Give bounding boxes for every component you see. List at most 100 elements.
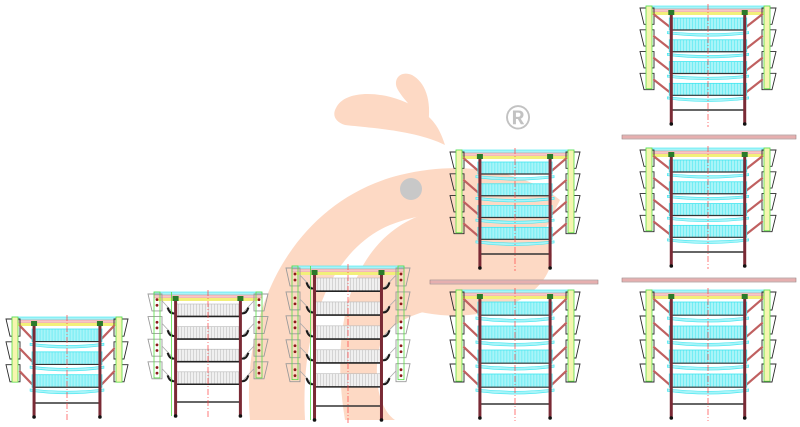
side-bracket — [395, 315, 411, 335]
feeder-arm — [652, 220, 671, 235]
bolt — [293, 272, 297, 276]
bolt — [155, 343, 159, 347]
left-post — [669, 152, 673, 266]
feeder-arm — [652, 322, 671, 338]
bolt — [293, 278, 297, 282]
egg-roll-hook — [166, 307, 175, 315]
egg-tray — [666, 173, 750, 179]
post-foot — [379, 418, 384, 422]
right-post — [743, 152, 747, 266]
feeder-arm — [462, 322, 479, 338]
post-foot — [548, 416, 552, 420]
egg-roll-hook — [305, 282, 314, 290]
side-strip — [11, 316, 19, 383]
egg-tray — [475, 240, 555, 246]
egg-tray — [29, 365, 105, 372]
feeder-arm — [652, 78, 671, 93]
feeder-arm — [745, 177, 764, 192]
egg-tray — [666, 52, 750, 59]
left-post — [174, 296, 178, 416]
egg-roll-hook — [241, 329, 250, 337]
egg-tray — [666, 316, 750, 323]
post-cap — [378, 270, 385, 275]
top-rail-yellow — [650, 154, 766, 157]
feeder-arm — [652, 35, 671, 50]
side-strip — [255, 291, 263, 379]
post-cap — [237, 296, 244, 301]
side-bracket — [285, 291, 301, 311]
feeder-arm — [550, 200, 568, 216]
cage-stacked-2x4-upper — [449, 148, 581, 271]
cage-h-type-5-tier-gray — [285, 264, 411, 423]
feeder-arm — [18, 324, 34, 340]
egg-roll-hook — [166, 352, 175, 360]
logo-feather-2 — [395, 73, 430, 125]
right-post — [743, 10, 747, 124]
bolt — [293, 374, 297, 378]
egg-roll-hook — [241, 375, 250, 383]
top-rail-yellow — [460, 296, 570, 299]
feeder-arm — [745, 198, 764, 214]
side-strip — [645, 289, 653, 382]
feeder-arm — [652, 56, 671, 72]
top-rail-yellow — [16, 323, 118, 326]
bolt — [293, 302, 297, 306]
egg-tray — [475, 175, 555, 181]
logo-eye — [400, 178, 422, 200]
egg-roll-hook — [241, 307, 250, 315]
bolt — [155, 366, 159, 369]
post-foot — [238, 414, 243, 418]
cage-h-type-4-tier-gray — [147, 290, 269, 419]
bolt — [155, 349, 159, 352]
feeder-arm — [462, 179, 479, 194]
feeder-arm — [550, 179, 568, 194]
side-bracket — [147, 338, 163, 357]
right-post — [548, 294, 552, 418]
left-post — [669, 294, 673, 418]
bolt — [399, 278, 403, 282]
side-strip — [153, 291, 161, 379]
side-bracket — [285, 267, 301, 287]
feeder-arm — [100, 324, 116, 340]
side-strip — [763, 289, 771, 382]
cage-a-type-3-tier-cyan — [5, 315, 129, 420]
feeder-arm — [652, 298, 671, 314]
registered-trademark-mark: ® — [505, 99, 530, 137]
feeder-arm — [550, 157, 568, 172]
feeder-arm — [652, 155, 671, 170]
feeder-arm — [383, 322, 397, 337]
post-foot — [312, 418, 317, 422]
bolt — [257, 349, 261, 352]
post-cap — [96, 321, 103, 326]
bolt — [257, 303, 261, 307]
bolt — [257, 343, 261, 347]
post-cap — [547, 154, 554, 159]
post-cap — [668, 10, 675, 15]
side-bracket — [147, 361, 163, 380]
left-post — [478, 294, 482, 418]
egg-roll-hook — [241, 352, 250, 360]
side-strip — [645, 5, 653, 90]
bolt — [399, 272, 403, 276]
post-cap — [172, 296, 179, 301]
bolt — [293, 368, 297, 372]
side-bracket — [147, 316, 163, 335]
bolt — [293, 320, 297, 324]
feeder-arm — [550, 298, 568, 314]
bolt — [399, 350, 403, 354]
post-cap — [31, 321, 38, 326]
post-cap — [668, 152, 675, 157]
feeder-arm — [745, 370, 764, 386]
bolt — [155, 303, 159, 307]
post-foot — [669, 264, 674, 268]
post-foot — [742, 416, 747, 420]
post-foot — [669, 122, 674, 126]
side-strip — [567, 289, 575, 382]
bolt — [293, 344, 297, 348]
feeder-arm — [652, 370, 671, 386]
side-bracket — [285, 315, 301, 335]
post-foot — [742, 122, 747, 126]
side-strip — [115, 316, 123, 383]
post-cap — [476, 294, 483, 299]
feeder-arm — [241, 300, 255, 314]
